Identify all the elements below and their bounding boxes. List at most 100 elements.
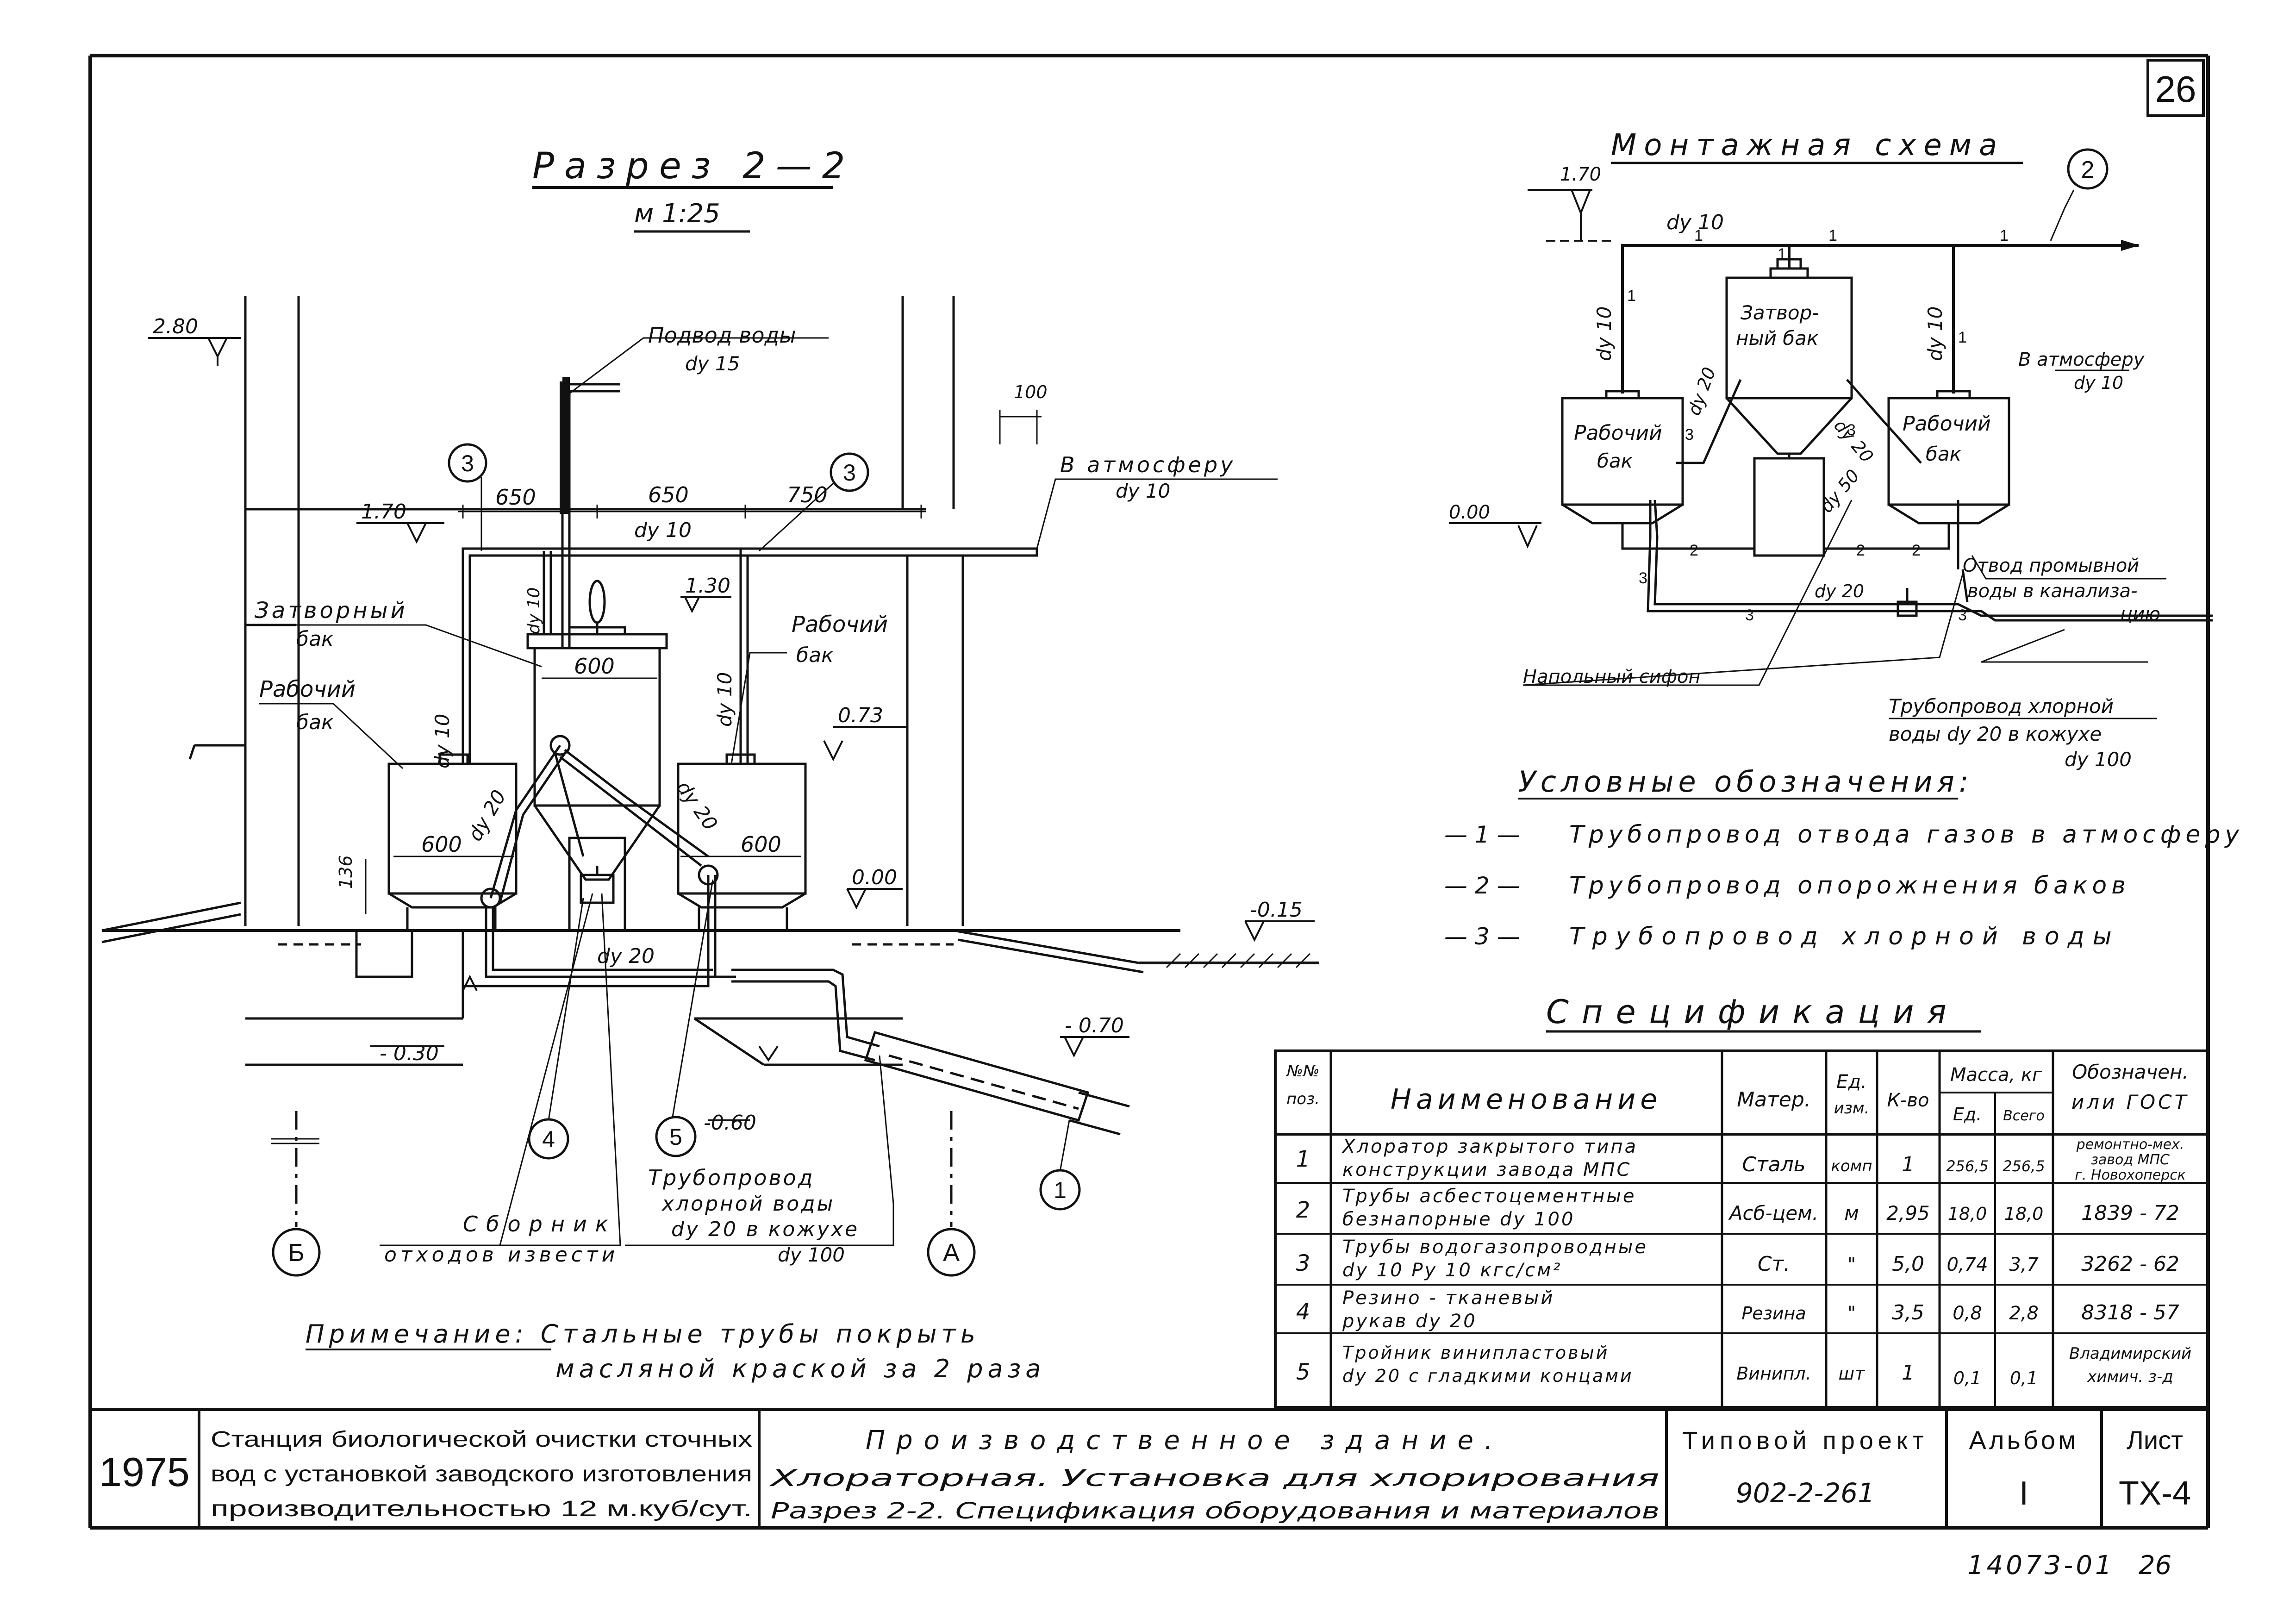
pipe-dy10-v3: dу 10 [713,672,736,727]
pipe-dy20-a: dу 20 [463,786,511,845]
elev-280: 2.80 [153,315,198,338]
title-typical-label: Типовой проект [1682,1427,1928,1455]
collector-label-1: Сборник [463,1212,617,1237]
bottom-page: 26 [2139,1550,2171,1580]
spec-row1-pos: 1 [1296,1146,1310,1172]
work-tank-right [677,753,807,931]
legend-mark-2: — 2 — [1444,872,1520,899]
dim-100: 100 [1014,382,1048,402]
spec-row4-mat: Резина [1741,1303,1806,1324]
spec-row: 5 Тройник винипластовый dу 20 с гладкими… [1296,1343,2191,1388]
spec-row3-mass-total: 3,7 [2009,1254,2039,1275]
spec-h-mat: Матер. [1737,1088,1811,1112]
work-tank-left [387,753,518,931]
scheme-num-3a: 3 [1639,569,1647,587]
section-scale: м 1:25 [634,199,720,229]
spec-h-designation-2: или ГОСТ [2071,1091,2189,1113]
scheme-chl-1: Трубопровод хлорной [1889,695,2114,718]
title-sheet-value: ТХ-4 [2119,1475,2191,1512]
spec-row5-mat: Винипл. [1736,1363,1811,1384]
spec-row2-mass-total: 18,0 [2004,1204,2044,1224]
chlorine-water-pipe [485,875,1130,1136]
spec-row4-mass-total: 2,8 [2009,1303,2039,1324]
title-drawing-2: Хлораторная. Установка для хлорирования [768,1465,1660,1492]
spec-row2-unit: м [1844,1202,1859,1224]
spec-row3-pos: 3 [1296,1250,1310,1276]
scheme-num-1c: 1 [2000,227,2009,244]
note-line-1: Примечание: Стальные трубы покрыть [306,1319,980,1349]
atmosphere-dy: dу 10 [1116,480,1170,502]
spec-h-unit-2: изм. [1834,1099,1870,1118]
spec-row3-qty: 5,0 [1892,1252,1924,1276]
legend-mark-1: — 1 — [1444,821,1520,848]
spec-row1-des-2: завод МПС [2091,1152,2170,1168]
elev-m070: - 0.70 [1065,1014,1124,1037]
spec-h-mass-total: Всего [2003,1108,2045,1124]
title-project-3: производительностью 12 м.куб/сут. [211,1497,752,1521]
spec-row2-qty: 2,95 [1886,1202,1930,1224]
scheme-num-2c: 2 [1912,542,1921,559]
elev-m060: -0.60 [704,1111,756,1135]
pipe-label-3: dу 20 в кожухе [671,1218,859,1241]
scheme-num-2b: 2 [1856,542,1865,559]
spec-h-pos-1: №№ [1286,1062,1320,1081]
elev-170: 1.70 [361,500,406,524]
spec-row1-name-1: Хлоратор закрытого типа [1341,1136,1638,1157]
ground-hatching [1166,953,1311,968]
atmosphere-label: В атмосферу [1060,452,1235,477]
spec-row2-name-1: Трубы асбестоцементные [1342,1186,1636,1207]
water-supply-label: Подвод воды [648,323,796,348]
spec-row3-mass-unit: 0,74 [1947,1254,1988,1275]
pipe-dy20-bottom: dу 20 [597,944,655,968]
lock-tank-label-2: бак [296,627,334,651]
spec-row1-des-1: ремонтно-мех. [2076,1137,2184,1153]
legend-text-2: Трубопровод опорожнения баков [1569,872,2130,899]
title-year: 1975 [99,1449,190,1495]
scheme-num-3c: 3 [1958,606,1967,624]
pipe-label-2: хлорной воды [661,1192,835,1216]
spec-row4-unit: " [1847,1303,1856,1324]
spec-row5-mass-unit: 0,1 [1953,1368,1981,1388]
bottom-code: 14073-01 [1967,1550,2115,1580]
scheme-elev-000: 0.00 [1449,502,1490,523]
scheme-lock-tank-1: Затвор- [1741,301,1819,324]
pipe-dy20-b: dу 20 [672,777,722,835]
scheme-num-1f: 1 [1778,245,1786,263]
pipe-dy10-h: dу 10 [634,518,692,542]
spec-row5-qty: 1 [1902,1361,1915,1385]
scheme-num-3d: 3 [1685,426,1694,443]
spec-row4-name-1: Резино - тканевый [1342,1287,1554,1309]
scheme-chl-3: dу 100 [2065,748,2132,771]
spec-h-mass: Масса, кг [1950,1064,2042,1086]
axis-a: А [943,1239,960,1267]
spec-row5-des-2: химич. з-д [2087,1368,2173,1386]
scheme-circle-2: 2 [2081,156,2095,183]
axis-b: Б [288,1239,304,1267]
title-album-value: I [2019,1475,2028,1512]
pos-3b: 3 [843,460,856,486]
scheme-num-2a: 2 [1690,542,1698,559]
elev-m030: - 0.30 [380,1042,439,1065]
title-typical-value: 902-2-261 [1736,1477,1875,1509]
scheme-to-atm-1: В атмосферу [2018,349,2145,370]
elevation-marks [148,337,1315,1121]
spec-row2-name-2: безнапорные dу 100 [1342,1209,1575,1230]
elev-073: 0.73 [838,704,883,727]
section-leaders [259,337,1278,1246]
spec-h-mass-unit: Ед. [1953,1104,1982,1124]
lock-tank [526,580,668,932]
spec-row5-pos: 5 [1296,1359,1310,1385]
work-tank-left-label-2: бак [296,711,334,734]
pipe-dy10-v1: dу 10 [431,714,454,768]
section-title: Разрез 2—2 [532,145,855,187]
spec-row2-des-1: 1839 - 72 [2081,1201,2179,1225]
building-structure [101,296,1319,1227]
scheme-dy20-a: dу 20 [1684,364,1720,418]
spec-h-pos-2: поз. [1286,1090,1320,1108]
pos-1: 1 [1054,1177,1067,1203]
spec-row3-name-2: dу 10 Ру 10 кгс/см² [1342,1260,1562,1281]
specification: Спецификация №№ поз. Наименование Матер.… [1274,993,2209,1409]
spec-h-unit-1: Ед. [1836,1071,1867,1093]
elev-000: 0.00 [852,866,897,889]
